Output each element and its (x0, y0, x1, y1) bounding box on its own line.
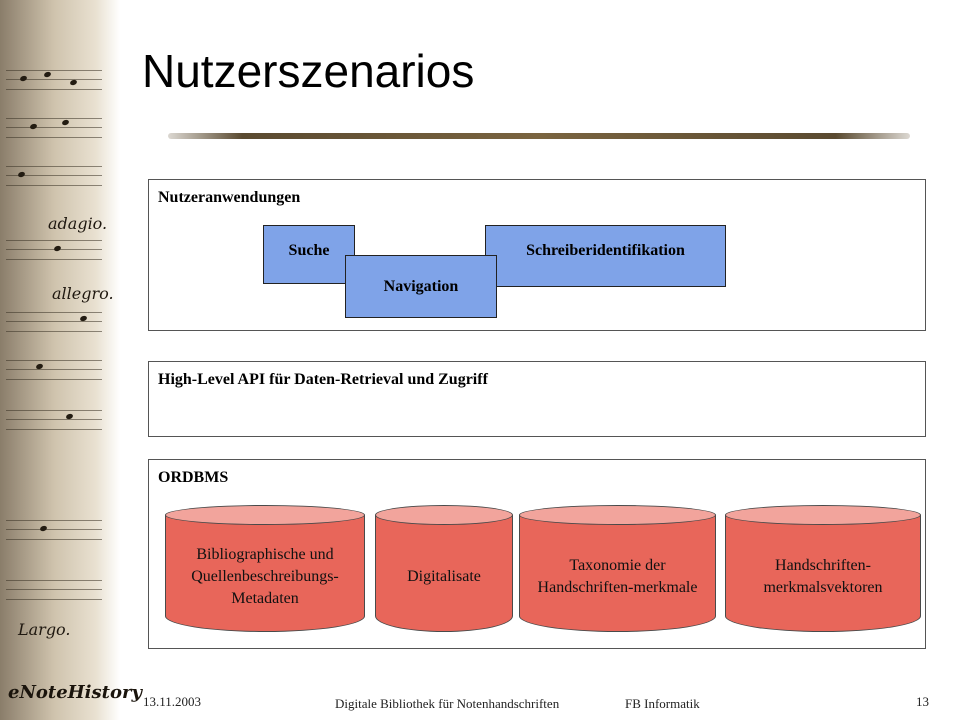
slide-number: 13 (916, 694, 929, 709)
cylinder-top (375, 505, 513, 525)
margin-word-allegro: allegro. (52, 284, 114, 303)
cylinder-label: Taxonomie der Handschriften-merkmale (537, 556, 698, 596)
title-divider (168, 133, 910, 139)
page-title: Nutzerszenarios (142, 45, 475, 97)
writer-identification-app-box: Schreiberidentifikation (485, 225, 726, 287)
cylinder-body (375, 515, 513, 632)
cylinder-body (725, 515, 921, 632)
footer-title: Digitale Bibliothek für Notenhandschrift… (335, 696, 560, 711)
cylinder-body (519, 515, 716, 632)
margin-word-adagio: adagio. (48, 214, 108, 233)
applications-layer-label: Nutzeranwendungen (158, 189, 301, 206)
navigation-app-box: Navigation (345, 255, 497, 318)
api-layer-label: High-Level API für Daten-Retrieval und Z… (158, 371, 488, 388)
cylinder-label: Digitalisate (407, 567, 481, 585)
database-cylinder-metadata: Bibliographische und Quellenbeschreibung… (165, 505, 365, 632)
enotehistory-logo: eNoteHistory (8, 682, 142, 703)
footer-department: FB Informatik (625, 696, 700, 711)
database-cylinder-taxonomy: Taxonomie der Handschriften-merkmale (519, 505, 716, 632)
cylinder-top (519, 505, 716, 525)
database-cylinder-feature-vectors: Handschriften-merkmalsvektoren (725, 505, 921, 632)
cylinder-top (725, 505, 921, 525)
margin-word-largo: Largo. (18, 620, 71, 639)
api-layer: High-Level API für Daten-Retrieval und Z… (148, 361, 926, 437)
search-app-box: Suche (263, 225, 355, 284)
database-cylinder-digitalisate: Digitalisate (375, 505, 513, 632)
footer-date: 13.11.2003 (143, 694, 202, 709)
applications-layer: Nutzeranwendungen Suche Schreiberidentif… (148, 179, 926, 331)
music-sheet-decoration: adagio. allegro. Largo. (0, 0, 120, 720)
cylinder-top (165, 505, 365, 525)
database-layer-label: ORDBMS (158, 469, 229, 486)
cylinder-label: Bibliographische und Quellenbeschreibung… (191, 545, 339, 607)
cylinder-body (165, 515, 365, 632)
cylinder-label: Handschriften-merkmalsvektoren (763, 556, 883, 596)
database-layer: ORDBMS Bibliographische und Quellenbesch… (148, 459, 926, 649)
